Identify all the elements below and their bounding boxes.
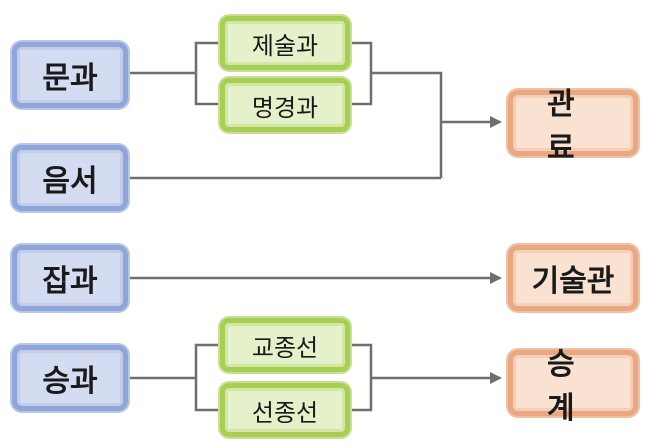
node-gisulgwan-label: 기술관 [531,264,615,299]
node-gyojongseon: 교종선 [220,318,350,372]
node-myeonggyeonggwa: 명경과 [220,78,350,132]
node-gyojongseon-label: 교종선 [251,333,319,362]
node-seungkwa: 승과 [12,345,128,411]
node-jesulgwa-label: 제술과 [251,31,319,60]
node-gisulgwan: 기술관 [508,245,638,311]
bracket-seungkwa-right [350,343,373,412]
node-seonjongseon: 선종선 [220,383,350,437]
node-gwallyo-label: 관료 [547,87,609,166]
bracket-munkwa-right [350,41,373,106]
node-eumseo-label: 음서 [42,164,98,199]
node-seunggye-label: 승계 [547,347,609,426]
node-munkwa: 문과 [12,42,128,108]
node-seungkwa-label: 승과 [42,364,98,399]
node-japkwa: 잡과 [12,245,128,311]
node-eumseo: 음서 [12,145,128,211]
node-seonjongseon-label: 선종선 [251,398,319,427]
bracket-munkwa-left [194,41,220,106]
node-gwallyo: 관료 [508,87,638,166]
node-japkwa-label: 잡과 [42,264,98,299]
bracket-seungkwa-left [194,343,220,412]
node-myeonggyeonggwa-label: 명경과 [251,93,319,122]
node-seunggye: 승계 [508,347,638,426]
node-jesulgwa: 제술과 [220,16,350,70]
node-munkwa-label: 문과 [42,61,98,96]
line-munkwa-merge [371,71,443,178]
